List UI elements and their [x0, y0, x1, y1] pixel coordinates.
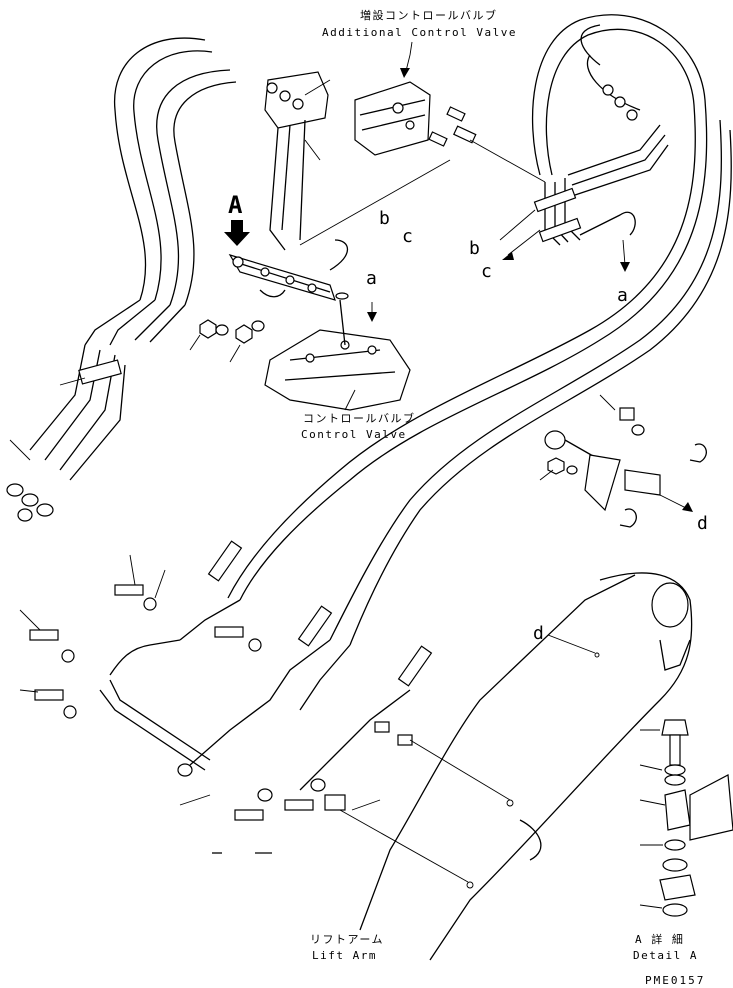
callout-a-right: a	[617, 285, 628, 306]
detail-a-stack	[639, 719, 733, 917]
callout-c-right: c	[481, 261, 492, 282]
callout-a-valve: a	[366, 268, 377, 289]
detail-a-label-jp: A 詳 細	[635, 933, 685, 946]
lift-arm-label-en: Lift Arm	[312, 949, 377, 962]
clamp-bracket-detail	[539, 394, 707, 528]
loose-fasteners-left	[189, 319, 265, 363]
lift-arm	[359, 572, 693, 961]
callout-b-left: b	[379, 208, 390, 229]
callout-view-a: A	[228, 191, 243, 219]
additional-control-valve-label-jp: 増設コントロールバルブ	[360, 9, 498, 22]
control-valve-body	[264, 292, 411, 411]
control-valve-label-jp: コントロールバルブ	[303, 412, 416, 425]
callout-d-bracket: d	[697, 513, 708, 534]
control-valve-label-en: Control Valve	[301, 428, 407, 441]
callout-c-left: c	[402, 226, 413, 247]
left-lower-pipes	[6, 344, 126, 522]
additional-control-valve	[299, 54, 546, 246]
view-arrow-a	[224, 220, 250, 246]
manifold-bar	[228, 239, 349, 301]
additional-control-valve-label-en: Additional Control Valve	[322, 26, 517, 39]
callout-d-arm: d	[533, 623, 544, 644]
callout-b-right: b	[469, 238, 480, 259]
left-hose-loop	[84, 37, 237, 346]
drawing-code: PME0157	[645, 974, 706, 987]
upper-valve-bracket	[264, 71, 331, 251]
lower-pipe-assembly	[19, 540, 514, 889]
right-pipe-bundle	[499, 84, 669, 272]
detail-a-label-en: Detail A	[633, 949, 698, 962]
right-hose-loop	[227, 14, 732, 646]
lift-arm-label-jp: リフトアーム	[310, 933, 385, 946]
